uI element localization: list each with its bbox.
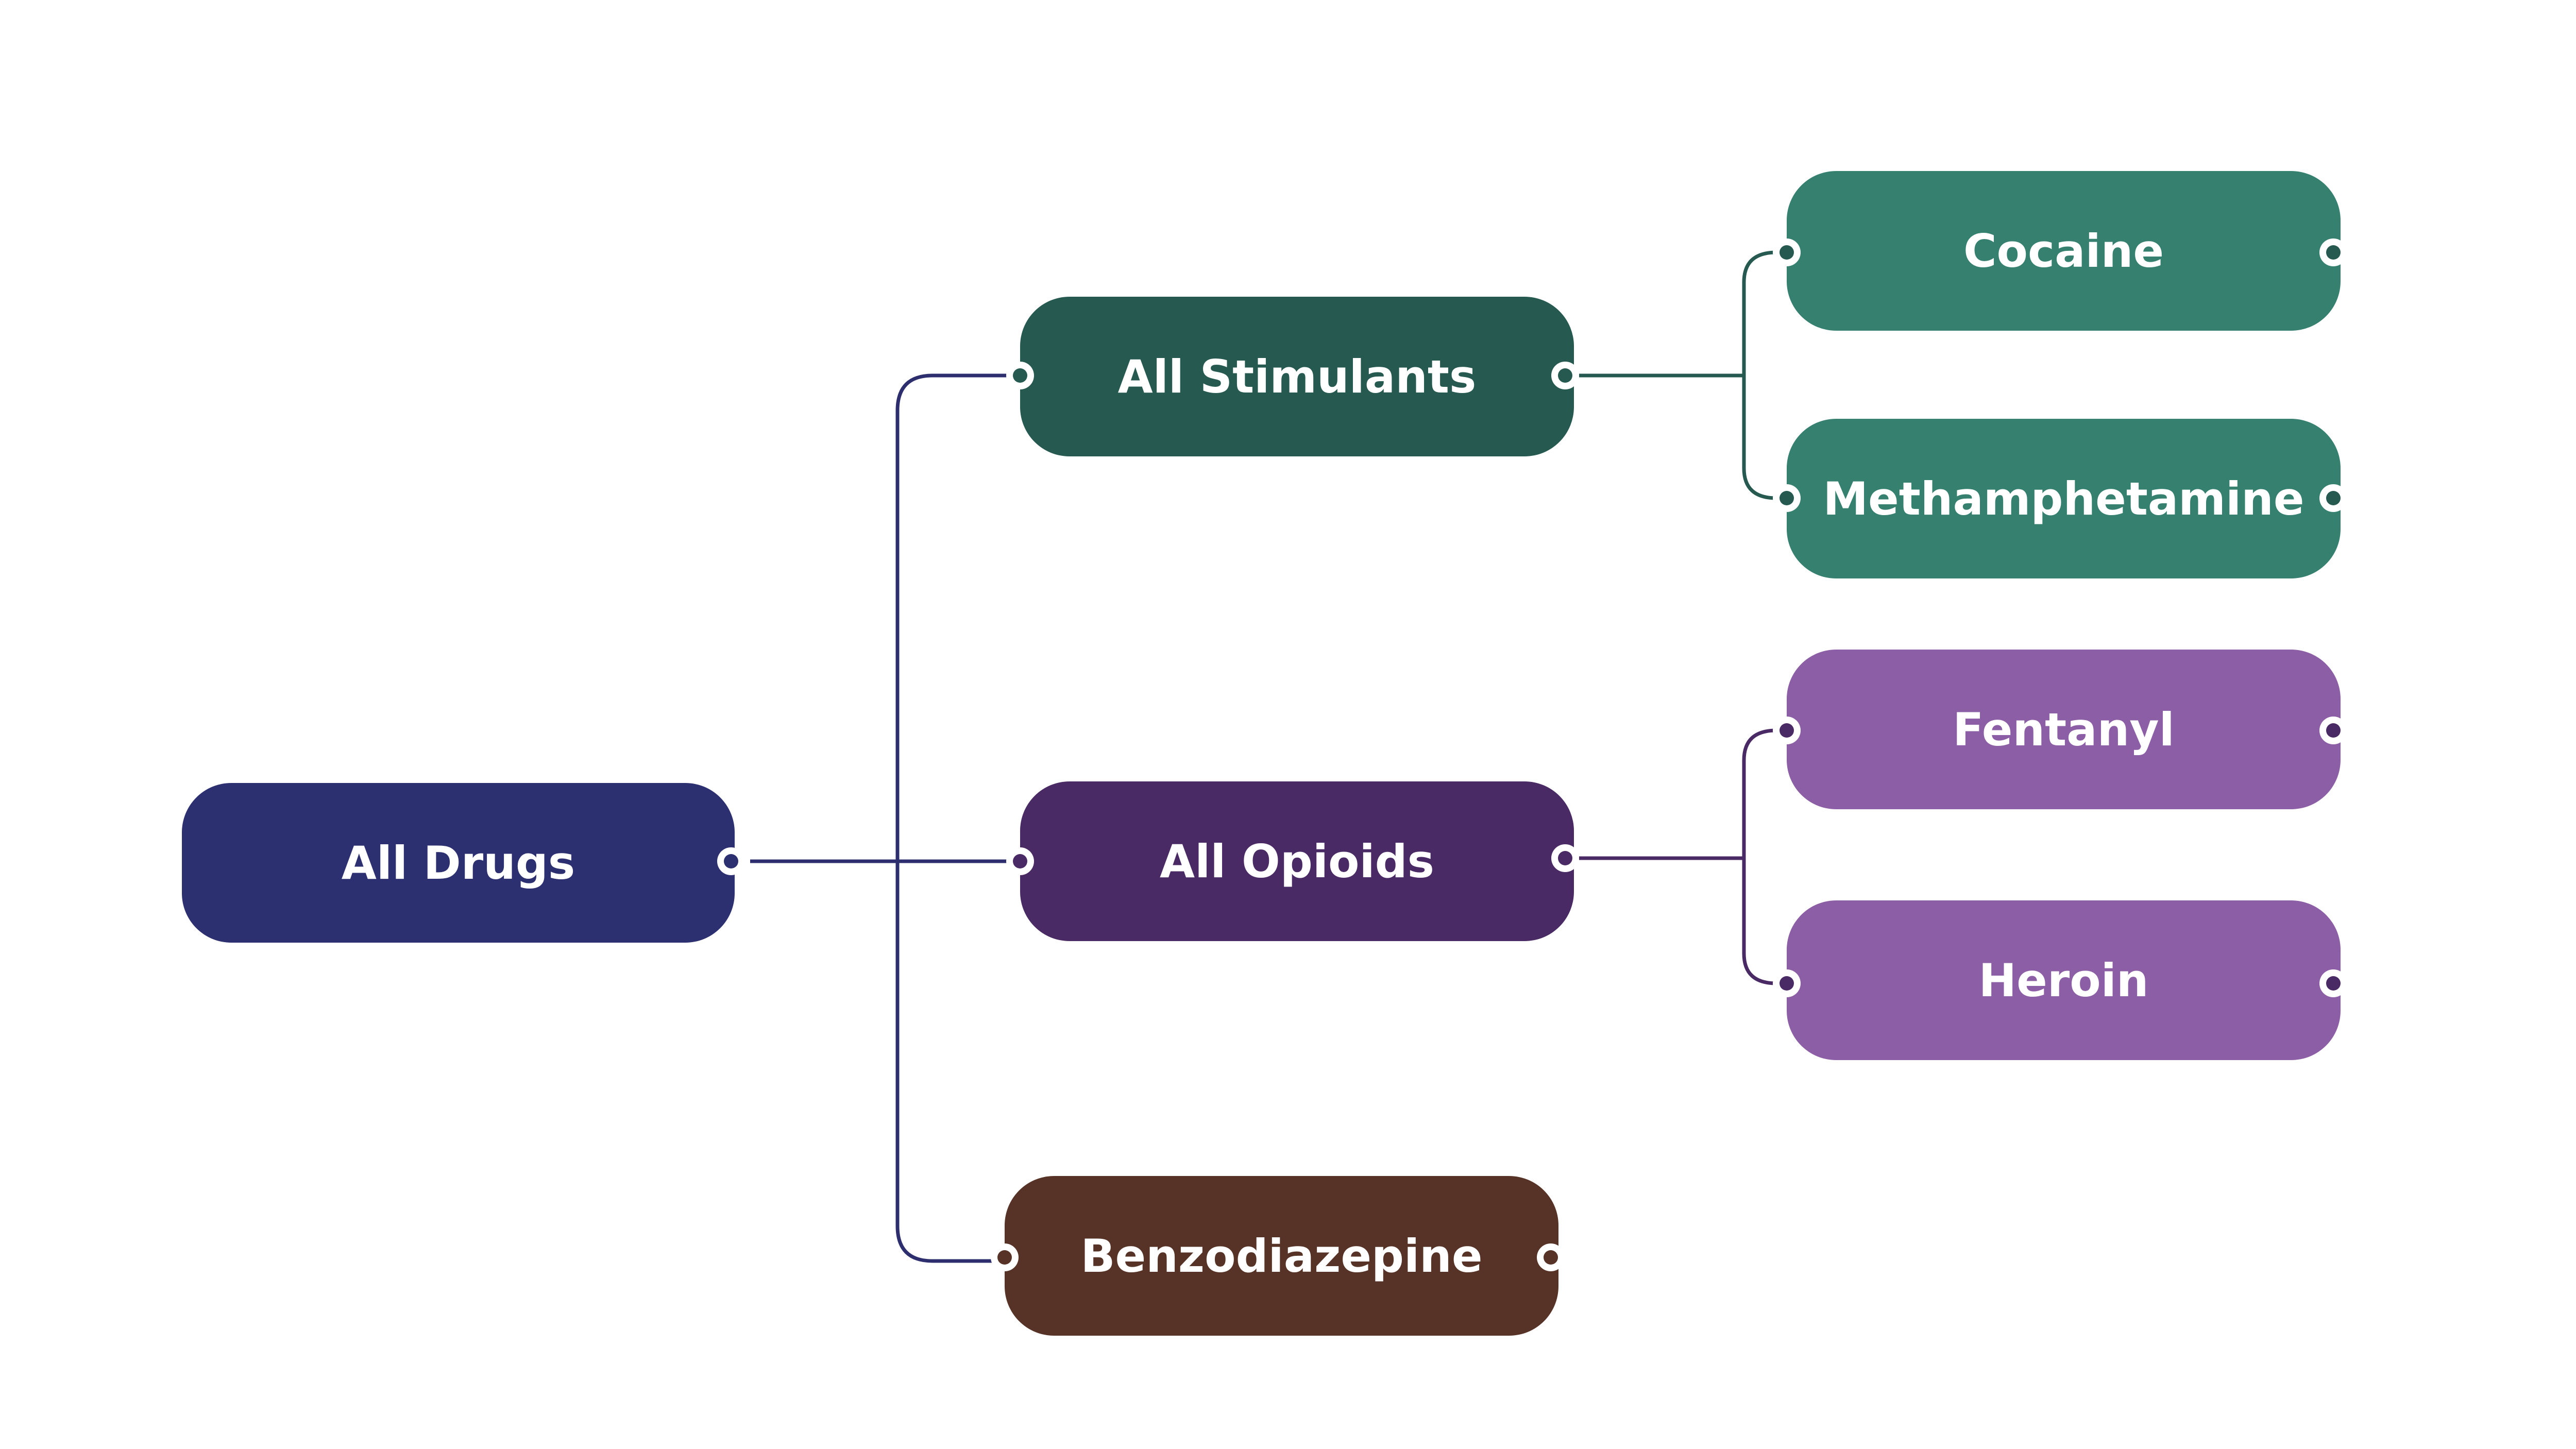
node-methamphetamine-label: Methamphetamine [1823, 472, 2304, 525]
fentanyl-in-connector [1773, 717, 1801, 744]
all-opioids-out-connector [1551, 844, 1579, 872]
all-opioids-in-connector [1006, 847, 1034, 875]
node-benzodiazepine: Benzodiazepine [1005, 1176, 1558, 1336]
link-stimulants-to-cocaine [1742, 250, 1783, 500]
node-cocaine-label: Cocaine [1963, 224, 2164, 278]
node-all-drugs-label: All Drugs [341, 836, 575, 890]
link-all-drugs-trunk-stimulants [895, 373, 1020, 861]
cocaine-in-connector [1773, 238, 1801, 266]
link-opioids-to-fentanyl-heroin [1742, 728, 1783, 985]
fentanyl-out-connector [2319, 717, 2347, 744]
node-all-stimulants: All Stimulants [1020, 297, 1574, 456]
all-stimulants-in-connector [1006, 362, 1034, 389]
all-drugs-out-connector [717, 847, 745, 875]
benzodiazepine-in-connector [991, 1243, 1019, 1271]
node-heroin-label: Heroin [1978, 953, 2149, 1007]
node-benzodiazepine-label: Benzodiazepine [1080, 1229, 1483, 1283]
node-all-opioids-label: All Opioids [1159, 834, 1435, 888]
node-cocaine: Cocaine [1787, 171, 2341, 331]
node-all-drugs: All Drugs [182, 783, 735, 943]
node-fentanyl: Fentanyl [1787, 650, 2341, 809]
node-all-stimulants-label: All Stimulants [1117, 350, 1477, 403]
heroin-in-connector [1773, 969, 1801, 997]
link-all-drugs-trunk-benzo [895, 861, 1005, 1263]
methamphetamine-out-connector [2319, 484, 2347, 512]
benzodiazepine-out-connector [1537, 1243, 1565, 1271]
node-heroin: Heroin [1787, 900, 2341, 1060]
node-all-opioids: All Opioids [1020, 781, 1574, 941]
cocaine-out-connector [2319, 238, 2347, 266]
methamphetamine-in-connector [1773, 484, 1801, 512]
node-methamphetamine: Methamphetamine [1787, 419, 2341, 578]
heroin-out-connector [2319, 969, 2347, 997]
all-stimulants-out-connector [1551, 362, 1579, 389]
node-fentanyl-label: Fentanyl [1953, 703, 2175, 756]
